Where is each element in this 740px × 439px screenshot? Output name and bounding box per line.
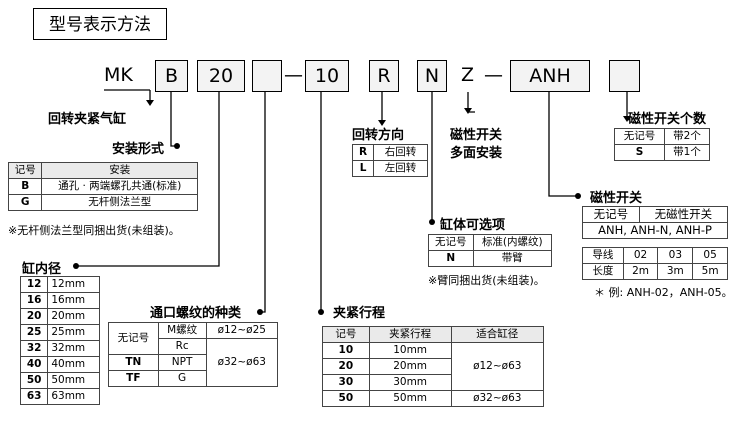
- code-dash1: —: [284, 64, 303, 86]
- cylinder-option-note: ※臂同捆出货(未组装)。: [428, 274, 545, 287]
- label-switch: 磁性开关: [590, 191, 643, 206]
- label-magswitch-line1: 磁性开关: [450, 128, 503, 143]
- code-box-switch: ANH: [510, 60, 590, 92]
- code-box-cylinder-option: N: [417, 60, 447, 92]
- code-box-switch-qty: [609, 60, 640, 92]
- label-cylinder-option: 缸体可选项: [440, 218, 506, 233]
- code-box-mounting: B: [155, 60, 188, 92]
- label-magswitch-line2: 多面安装: [450, 146, 503, 161]
- switch-note: ＊ 例: ANH-02，ANH-05。: [594, 286, 733, 299]
- code-box-bore: 20: [197, 60, 245, 92]
- code-box-direction: R: [369, 60, 399, 92]
- code-box-stroke: 10: [305, 60, 349, 92]
- label-direction: 回转方向: [352, 128, 405, 143]
- code-mk: MK: [104, 64, 133, 86]
- mounting-note: ※无杆侧法兰型同捆出货(未组装)。: [8, 224, 180, 237]
- label-port-thread: 通口螺纹的种类: [150, 306, 242, 321]
- label-bore: 缸内径: [22, 262, 62, 277]
- label-rotary-clamp: 回转夹紧气缸: [48, 112, 127, 127]
- label-mounting: 安装形式: [112, 142, 165, 157]
- switch-table: 无记号无磁性开关 ANH, ANH-N, ANH-P: [582, 206, 729, 239]
- code-z: Z: [461, 64, 475, 86]
- label-switch-qty: 磁性开关个数: [628, 112, 707, 127]
- code-dash2: —: [484, 64, 503, 86]
- page-title: 型号表示方法: [33, 8, 167, 40]
- code-box-port: [252, 60, 282, 92]
- label-stroke: 夹紧行程: [333, 306, 386, 321]
